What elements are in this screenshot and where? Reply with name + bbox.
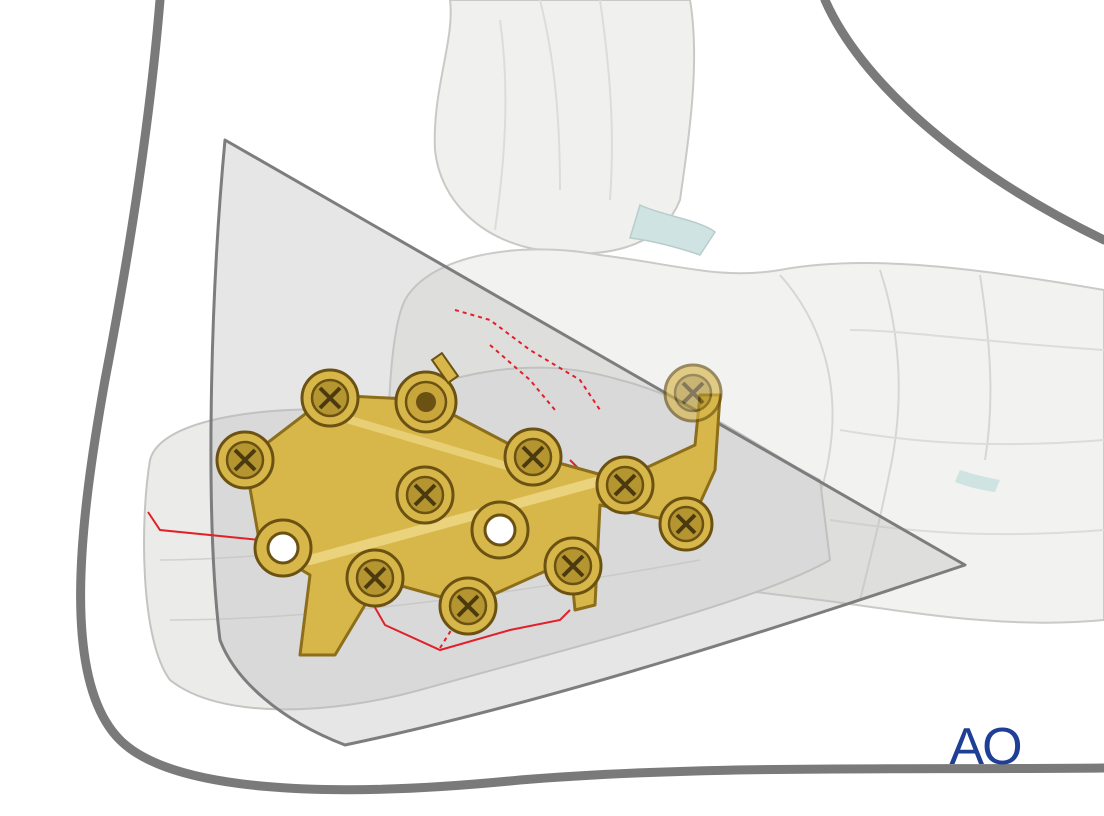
x-screw-icon [438,576,498,636]
ao-logo: AO [949,718,1020,776]
x-screw-icon [663,363,723,423]
x-screw-icon [543,536,603,596]
leg-bones [433,0,717,256]
empty-screw-hole-icon [470,500,530,560]
locking-screw-icon [394,370,458,434]
x-screw-icon [658,496,714,552]
x-screw-icon [595,455,655,515]
x-screw-icon [395,465,455,525]
ankle-skin-outline [820,0,1104,245]
x-screw-icon [300,368,360,428]
screws [215,351,723,636]
x-screw-icon [345,548,405,608]
empty-screw-hole-icon [253,518,313,578]
x-screw-icon [503,427,563,487]
x-screw-icon [215,430,275,490]
screw-shaft [430,351,460,385]
foot-skin-outline [76,0,1104,795]
